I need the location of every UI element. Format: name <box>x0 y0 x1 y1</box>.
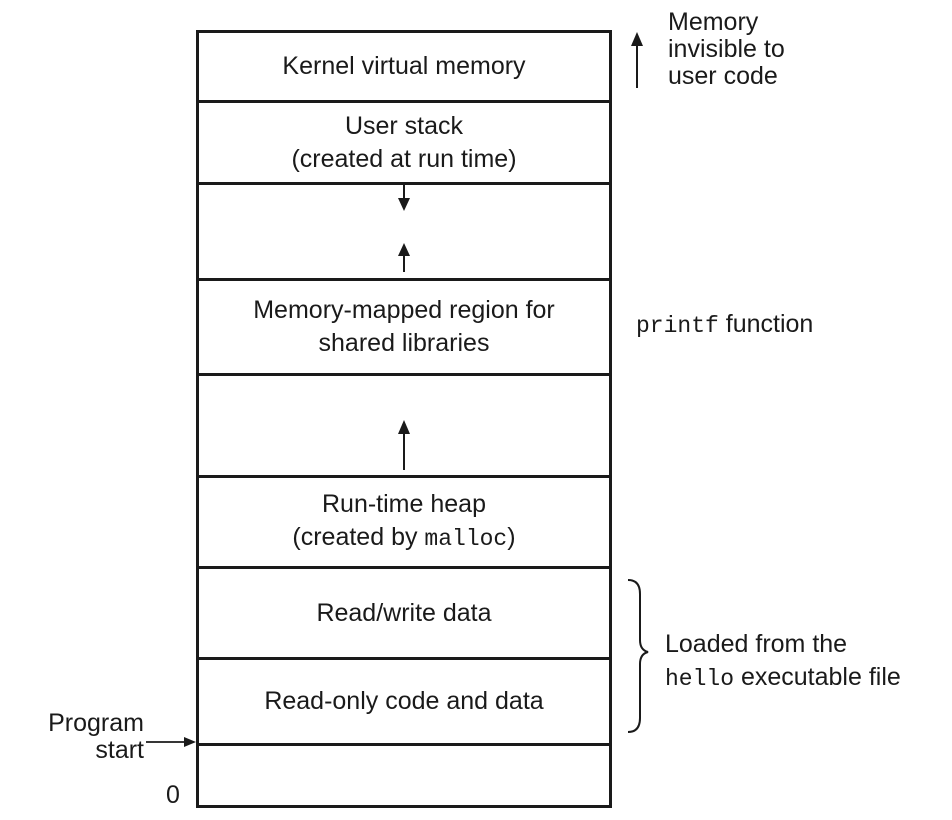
program-start-arrow-icon <box>146 737 196 747</box>
kernel-region-label: Kernel virtual memory <box>282 52 526 80</box>
printf-code: printf <box>636 313 719 339</box>
divider-gap-heap <box>196 475 612 478</box>
user-stack-sublabel: (created at run time) <box>291 144 517 173</box>
kernel-virtual-memory-region: Kernel virtual memory <box>199 33 609 100</box>
hello-code: hello <box>665 666 735 692</box>
printf-note-text: function <box>718 310 814 338</box>
divider-kernel-stack <box>196 100 612 103</box>
shared-libraries-region: Memory-mapped region for shared librarie… <box>199 281 609 373</box>
zero-address-label: 0 <box>166 781 180 809</box>
divider-shared-gap <box>196 373 612 376</box>
run-time-heap-region: Run-time heap (created by malloc) <box>199 478 609 566</box>
read-write-data-region: Read/write data <box>199 569 609 657</box>
down-arrow-icon <box>398 184 410 211</box>
heap-label: Run-time heap <box>322 490 486 518</box>
up-arrow-icon <box>631 32 643 88</box>
program-start-line-2: start <box>95 736 144 764</box>
rw-data-label: Read/write data <box>316 598 492 627</box>
divider-heap-rw <box>196 566 612 569</box>
divider-gap-shared <box>196 278 612 281</box>
malloc-code: malloc <box>424 526 508 552</box>
kernel-note-line-1: Memory <box>668 8 759 36</box>
program-start-label: Program start <box>20 710 144 764</box>
kernel-note-line-2: invisible to <box>668 35 785 63</box>
divider-stack-top <box>196 182 612 185</box>
loaded-note-line-2: hello executable file <box>665 663 901 692</box>
shared-libraries-label: Memory-mapped region for <box>253 296 555 324</box>
shared-libraries-sublabel: shared libraries <box>318 329 490 357</box>
divider-program-start <box>196 743 612 746</box>
kernel-visibility-note: Memory invisible to user code <box>668 9 785 90</box>
user-stack-label: User stack <box>344 111 464 140</box>
printf-function-note: printf function <box>636 311 813 340</box>
read-only-code-region: Read-only code and data <box>199 660 609 743</box>
loaded-note-line-1: Loaded from the <box>665 630 848 658</box>
program-start-line-1: Program <box>48 709 144 737</box>
virtual-address-space: Kernel virtual memory User stack (create… <box>196 30 612 808</box>
user-stack-region: User stack (created at run time) <box>199 103 609 182</box>
up-arrow-icon <box>398 243 410 272</box>
kernel-note-line-3: user code <box>668 62 778 90</box>
heap-sublabel: (created by malloc) <box>292 523 516 552</box>
loaded-from-executable-note: Loaded from the hello executable file <box>665 628 901 696</box>
divider-rw-ro <box>196 657 612 660</box>
curly-brace-icon <box>627 579 649 733</box>
ro-code-label: Read-only code and data <box>264 687 544 715</box>
up-arrow-icon <box>398 420 410 470</box>
